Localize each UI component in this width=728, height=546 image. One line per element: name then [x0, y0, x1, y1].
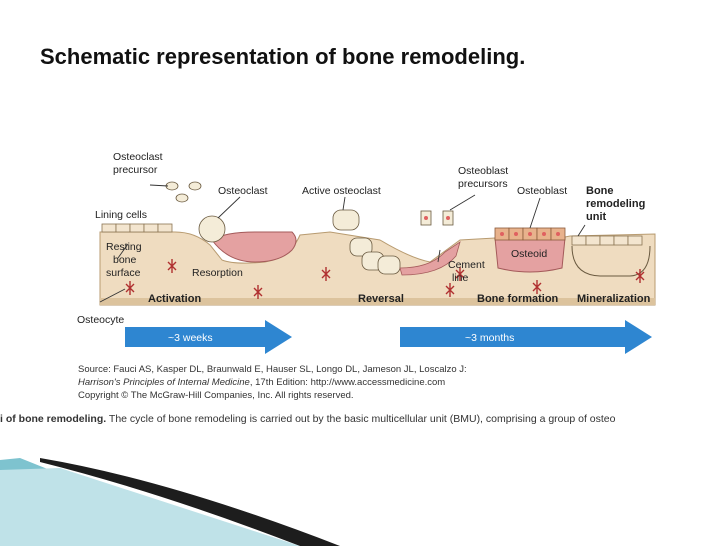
- source-line-1: Source: Fauci AS, Kasper DL, Braunwald E…: [78, 364, 467, 375]
- phase-bone-formation: Bone formation: [477, 293, 559, 305]
- source-line-2: Harrison's Principles of Internal Medici…: [78, 376, 467, 389]
- bone-remodeling-diagram: Osteoclast precursor Osteoclast Active o…: [77, 151, 656, 354]
- label-osteocyte: Osteocyte: [77, 314, 124, 326]
- label-active-osteoclast: Active osteoclast: [302, 185, 381, 197]
- osteoblast-nuclei: [500, 232, 560, 236]
- decoration-dark-swoosh: [40, 458, 340, 546]
- label-cement-line-2: line: [452, 272, 469, 284]
- leader-lines: [99, 184, 586, 303]
- osteoblasts: [494, 227, 566, 241]
- label-resorption: Resorption: [192, 267, 243, 279]
- label-bone-remodeling-unit-2: remodeling: [586, 198, 645, 210]
- caption-bold: i of bone remodeling.: [0, 413, 107, 425]
- figure-caption: i of bone remodeling. The cycle of bone …: [0, 413, 728, 425]
- label-osteoblast: Osteoblast: [517, 185, 567, 197]
- label-resting-2: bone: [113, 254, 137, 266]
- lining-cells-right: [571, 235, 643, 246]
- label-cement-line-1: Cement: [448, 259, 485, 271]
- resorption-pit: [211, 231, 297, 263]
- label-resting-1: Resting: [106, 241, 142, 253]
- label-osteoblast-precursors-1: Osteoblast: [458, 165, 508, 177]
- label-osteoid: Osteoid: [511, 248, 547, 260]
- source-line-3: Copyright © The McGraw-Hill Companies, I…: [78, 390, 354, 401]
- label-osteoclast-precursor-2: precursor: [113, 164, 158, 176]
- source-edition: , 17th Edition: http://www.accessmedicin…: [249, 377, 446, 388]
- label-osteoblast-precursors-2: precursors: [458, 178, 508, 190]
- cement-line-shape: [399, 241, 461, 276]
- label-bone-remodeling-unit-1: Bone: [586, 185, 614, 197]
- label-resting-3: surface: [106, 267, 141, 279]
- source-book-title: Harrison's Principles of Internal Medici…: [78, 377, 250, 388]
- osteoid-area: [494, 237, 566, 273]
- phase-reversal: Reversal: [358, 293, 404, 305]
- bone-bottom-edge: [100, 298, 655, 305]
- source-citation: Source: Fauci AS, Kasper DL, Braunwald E…: [78, 363, 467, 402]
- timeline-label-months: ~3 months: [465, 332, 514, 344]
- timeline-label-weeks: ~3 weeks: [168, 332, 213, 344]
- osteoblast-precursor-nuclei: [424, 216, 450, 220]
- decoration-light-band: [0, 468, 300, 546]
- slide-decoration: [0, 458, 340, 546]
- label-osteoclast-precursor-1: Osteoclast: [113, 151, 163, 163]
- osteoclast-cell: [198, 215, 226, 243]
- active-osteoclasts: [332, 209, 401, 275]
- label-lining-cells: Lining cells: [95, 209, 147, 221]
- osteocytes: [125, 259, 645, 299]
- caption-text: The cycle of bone remodeling is carried …: [106, 413, 616, 425]
- slide-title: Schematic representation of bone remodel…: [40, 44, 526, 69]
- osteoclast-precursor-cells: [165, 181, 202, 203]
- label-osteoclast: Osteoclast: [218, 185, 268, 197]
- timeline-arrow-weeks: [125, 320, 292, 354]
- lining-cells-left: [101, 223, 173, 233]
- bone-remodeling-unit-outline: [571, 245, 651, 277]
- phase-mineralization: Mineralization: [577, 293, 651, 305]
- label-bone-remodeling-unit-3: unit: [586, 211, 606, 223]
- timeline-arrow-months: [400, 320, 652, 354]
- phase-activation: Activation: [148, 293, 201, 305]
